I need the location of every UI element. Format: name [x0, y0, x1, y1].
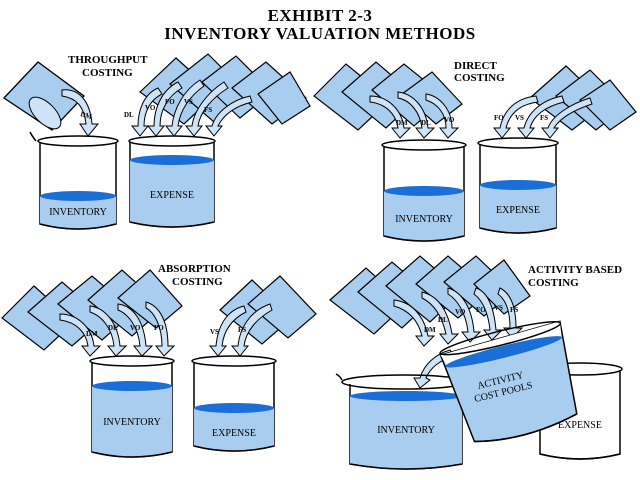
direct-heading-2: COSTING: [454, 72, 505, 84]
activity-heading-2: COSTING: [528, 277, 579, 289]
pour-arrows: [369, 91, 593, 139]
inventory-label: INVENTORY: [103, 417, 161, 428]
panel-direct: DIRECT COSTING DM DL: [313, 60, 637, 242]
arrow-label: DM: [86, 330, 98, 338]
arrow-label: VO: [455, 308, 466, 316]
expense-label: EXPENSE: [150, 190, 194, 201]
arrow-label: FO: [165, 98, 175, 106]
expense-beaker: EXPENSE: [128, 135, 216, 228]
panel-throughput: THROUGHPUT COSTING: [2, 53, 311, 230]
throughput-heading-2: COSTING: [82, 67, 133, 79]
direct-heading-1: DIRECT: [454, 60, 497, 72]
arrow-label: FS: [204, 106, 212, 114]
arrow-label: FS: [238, 326, 246, 334]
arrow-label: DL: [438, 316, 448, 324]
arrow-label: VS: [494, 304, 503, 312]
arrow-label: FO: [494, 114, 504, 122]
arrow-label: VS: [184, 98, 193, 106]
cost-can: [313, 61, 463, 131]
cost-can: [329, 255, 531, 335]
expense-label: EXPENSE: [496, 205, 540, 216]
pour-arrows: [61, 79, 253, 137]
cost-can: [2, 61, 85, 131]
inventory-label: INVENTORY: [49, 207, 107, 218]
expense-beaker: EXPENSE: [191, 355, 277, 452]
arrow-label: DM: [424, 326, 436, 334]
arrow-label: DM: [79, 110, 93, 121]
arrow-label: DL: [108, 324, 118, 332]
arrow-label: VO: [444, 116, 455, 124]
absorption-heading-2: COSTING: [172, 276, 223, 288]
exhibit-title: INVENTORY VALUATION METHODS: [164, 24, 476, 43]
arrow-label: DM: [396, 119, 408, 127]
inventory-label: INVENTORY: [377, 425, 435, 436]
pour-arrows: [59, 301, 273, 357]
absorption-heading-1: ABSORPTION: [158, 263, 231, 275]
arrow-label: FS: [540, 114, 548, 122]
expense-label: EXPENSE: [558, 420, 602, 431]
exhibit-number: EXHIBIT 2-3: [267, 6, 373, 25]
inventory-beaker: INVENTORY: [89, 355, 175, 458]
panel-activity: ACTIVITY BASED COSTING DM DL VO: [329, 255, 623, 470]
expense-label: EXPENSE: [212, 428, 256, 439]
inventory-beaker: INVENTORY: [335, 373, 467, 470]
arrow-label: FO: [154, 324, 164, 332]
expense-beaker: EXPENSE: [477, 137, 559, 234]
arrow-label: DL: [124, 111, 134, 119]
activity-cost-pool-beaker: ACTIVITY COST POOLS: [439, 320, 578, 443]
arrow-label: FS: [510, 306, 518, 314]
inventory-beaker: INVENTORY: [381, 139, 467, 242]
inventory-label: INVENTORY: [395, 214, 453, 225]
activity-heading-1: ACTIVITY BASED: [528, 264, 622, 276]
arrow-label: VS: [515, 114, 524, 122]
throughput-heading-1: THROUGHPUT: [68, 54, 148, 66]
arrow-label: VS: [210, 328, 219, 336]
arrow-label: FO: [476, 306, 486, 314]
arrow-label: DL: [421, 119, 431, 127]
arrow-label: VO: [145, 104, 156, 112]
arrow-label: VO: [130, 324, 141, 332]
panel-absorption: ABSORPTION COSTING DM: [1, 263, 317, 458]
inventory-beaker: INVENTORY: [29, 131, 119, 230]
